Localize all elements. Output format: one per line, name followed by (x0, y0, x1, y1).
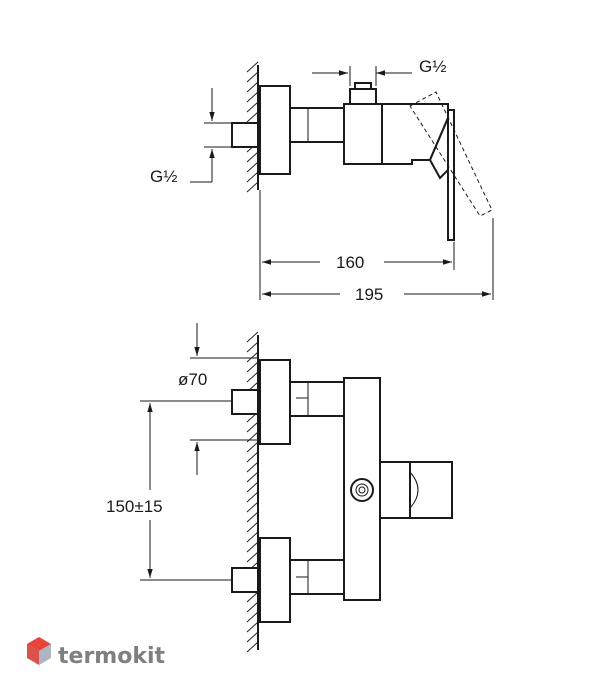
diameter-label: ø70 (178, 370, 207, 389)
escutcheon-upper (259, 359, 291, 445)
wall-hatch-bottom (246, 331, 259, 653)
side-view: G½ G½ 160 195 (150, 57, 494, 304)
dimension-handle-length: 160 (336, 253, 364, 272)
inlet-stub-upper (231, 389, 259, 415)
outlet-nut-top (349, 88, 377, 105)
eccentric-connector-top (289, 107, 345, 143)
cartridge-housing-top (381, 103, 449, 165)
escutcheon-flange-top (259, 85, 291, 175)
dimension-total-length: 195 (355, 285, 383, 304)
outlet-circle (350, 478, 374, 502)
inlet-stub-lower (231, 567, 259, 593)
inlet-stub-top (231, 122, 259, 148)
handle-front (409, 461, 453, 519)
connector-upper (289, 381, 345, 417)
center-distance-label: 150±15 (106, 497, 163, 516)
handle-open-position (409, 91, 493, 217)
brand-watermark: termokit (27, 637, 165, 669)
thread-label-left: G½ (150, 167, 177, 186)
escutcheon-lower (259, 537, 291, 623)
handle-lever-top (447, 109, 455, 241)
mixer-body-top (343, 103, 383, 165)
hexagon-cube-icon (27, 637, 51, 665)
brand-name: termokit (58, 644, 165, 669)
mixer-body-front (343, 377, 381, 601)
front-view: ø70 150±15 (106, 323, 453, 653)
thread-label-top: G½ (419, 57, 446, 76)
